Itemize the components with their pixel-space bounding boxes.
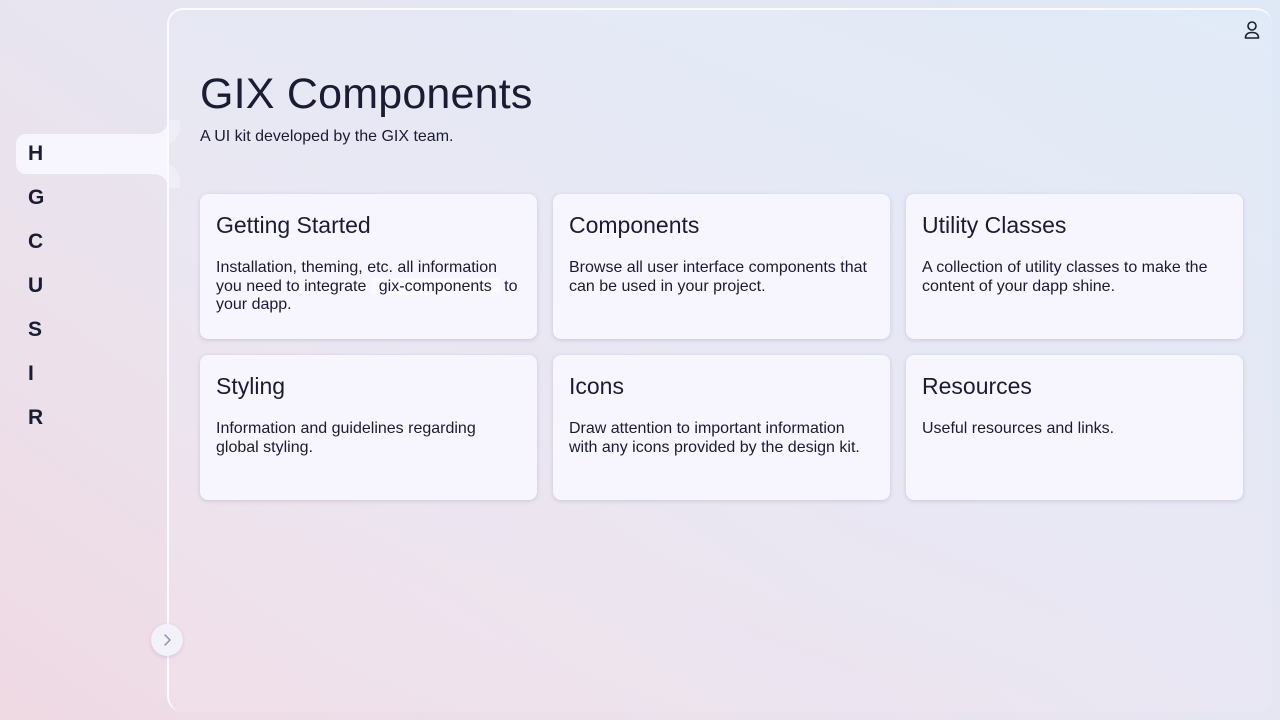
card-grid: Getting Started Installation, theming, e… [200,194,1243,500]
sidebar-item-icons[interactable]: I [16,354,168,394]
card-description: Browse all user interface components tha… [569,259,867,295]
card-title: Resources [922,373,1032,399]
card-components[interactable]: Components Browse all user interface com… [553,194,890,339]
sidebar-item-label: U [28,274,44,297]
sidebar-toggle-button[interactable] [151,624,183,656]
sidebar-item-utility-classes[interactable]: U [16,266,168,306]
sidebar-item-label: S [28,318,43,341]
card-resources[interactable]: Resources Useful resources and links. [906,355,1243,500]
card-icons[interactable]: Icons Draw attention to important inform… [553,355,890,500]
card-description-text: Installation, theming, etc. all informat… [216,259,498,295]
card-description: Information and guidelines regarding glo… [216,420,476,456]
profile-button[interactable] [1240,18,1264,42]
sidebar: H G C U S I R [0,0,168,720]
chevron-right-icon [164,634,171,646]
sidebar-item-label: R [28,406,44,429]
code-snippet: gix-components [370,277,500,295]
page-title: GIX Components [200,70,533,118]
card-utility-classes[interactable]: Utility Classes A collection of utility … [906,194,1243,339]
sidebar-nav: H G C U S I R [16,134,168,442]
sidebar-item-components[interactable]: C [16,222,168,262]
sidebar-item-label: I [28,362,34,385]
sidebar-item-label: H [28,142,44,165]
user-icon [1244,21,1260,39]
sidebar-item-styling[interactable]: S [16,310,168,350]
card-title: Icons [569,373,624,399]
sidebar-item-label: C [28,230,44,253]
sidebar-item-resources[interactable]: R [16,398,168,438]
card-description: Useful resources and links. [922,420,1115,437]
card-description: A collection of utility classes to make … [922,259,1208,295]
sidebar-item-getting-started[interactable]: G [16,178,168,218]
card-description-text: to your dapp. [216,277,518,314]
card-description: Installation, theming, etc. all informat… [216,259,521,315]
page-subtitle: A UI kit developed by the GIX team. [200,128,454,145]
card-description: Draw attention to important information … [569,420,860,456]
card-title: Styling [216,373,286,399]
sidebar-item-label: G [28,186,45,209]
card-title: Components [569,212,700,238]
card-title: Getting Started [216,212,371,238]
sidebar-item-home[interactable]: H [16,134,168,174]
card-title: Utility Classes [922,212,1067,238]
card-getting-started[interactable]: Getting Started Installation, theming, e… [200,194,537,339]
main-content: GIX Components A UI kit developed by the… [167,8,1272,712]
card-styling[interactable]: Styling Information and guidelines regar… [200,355,537,500]
